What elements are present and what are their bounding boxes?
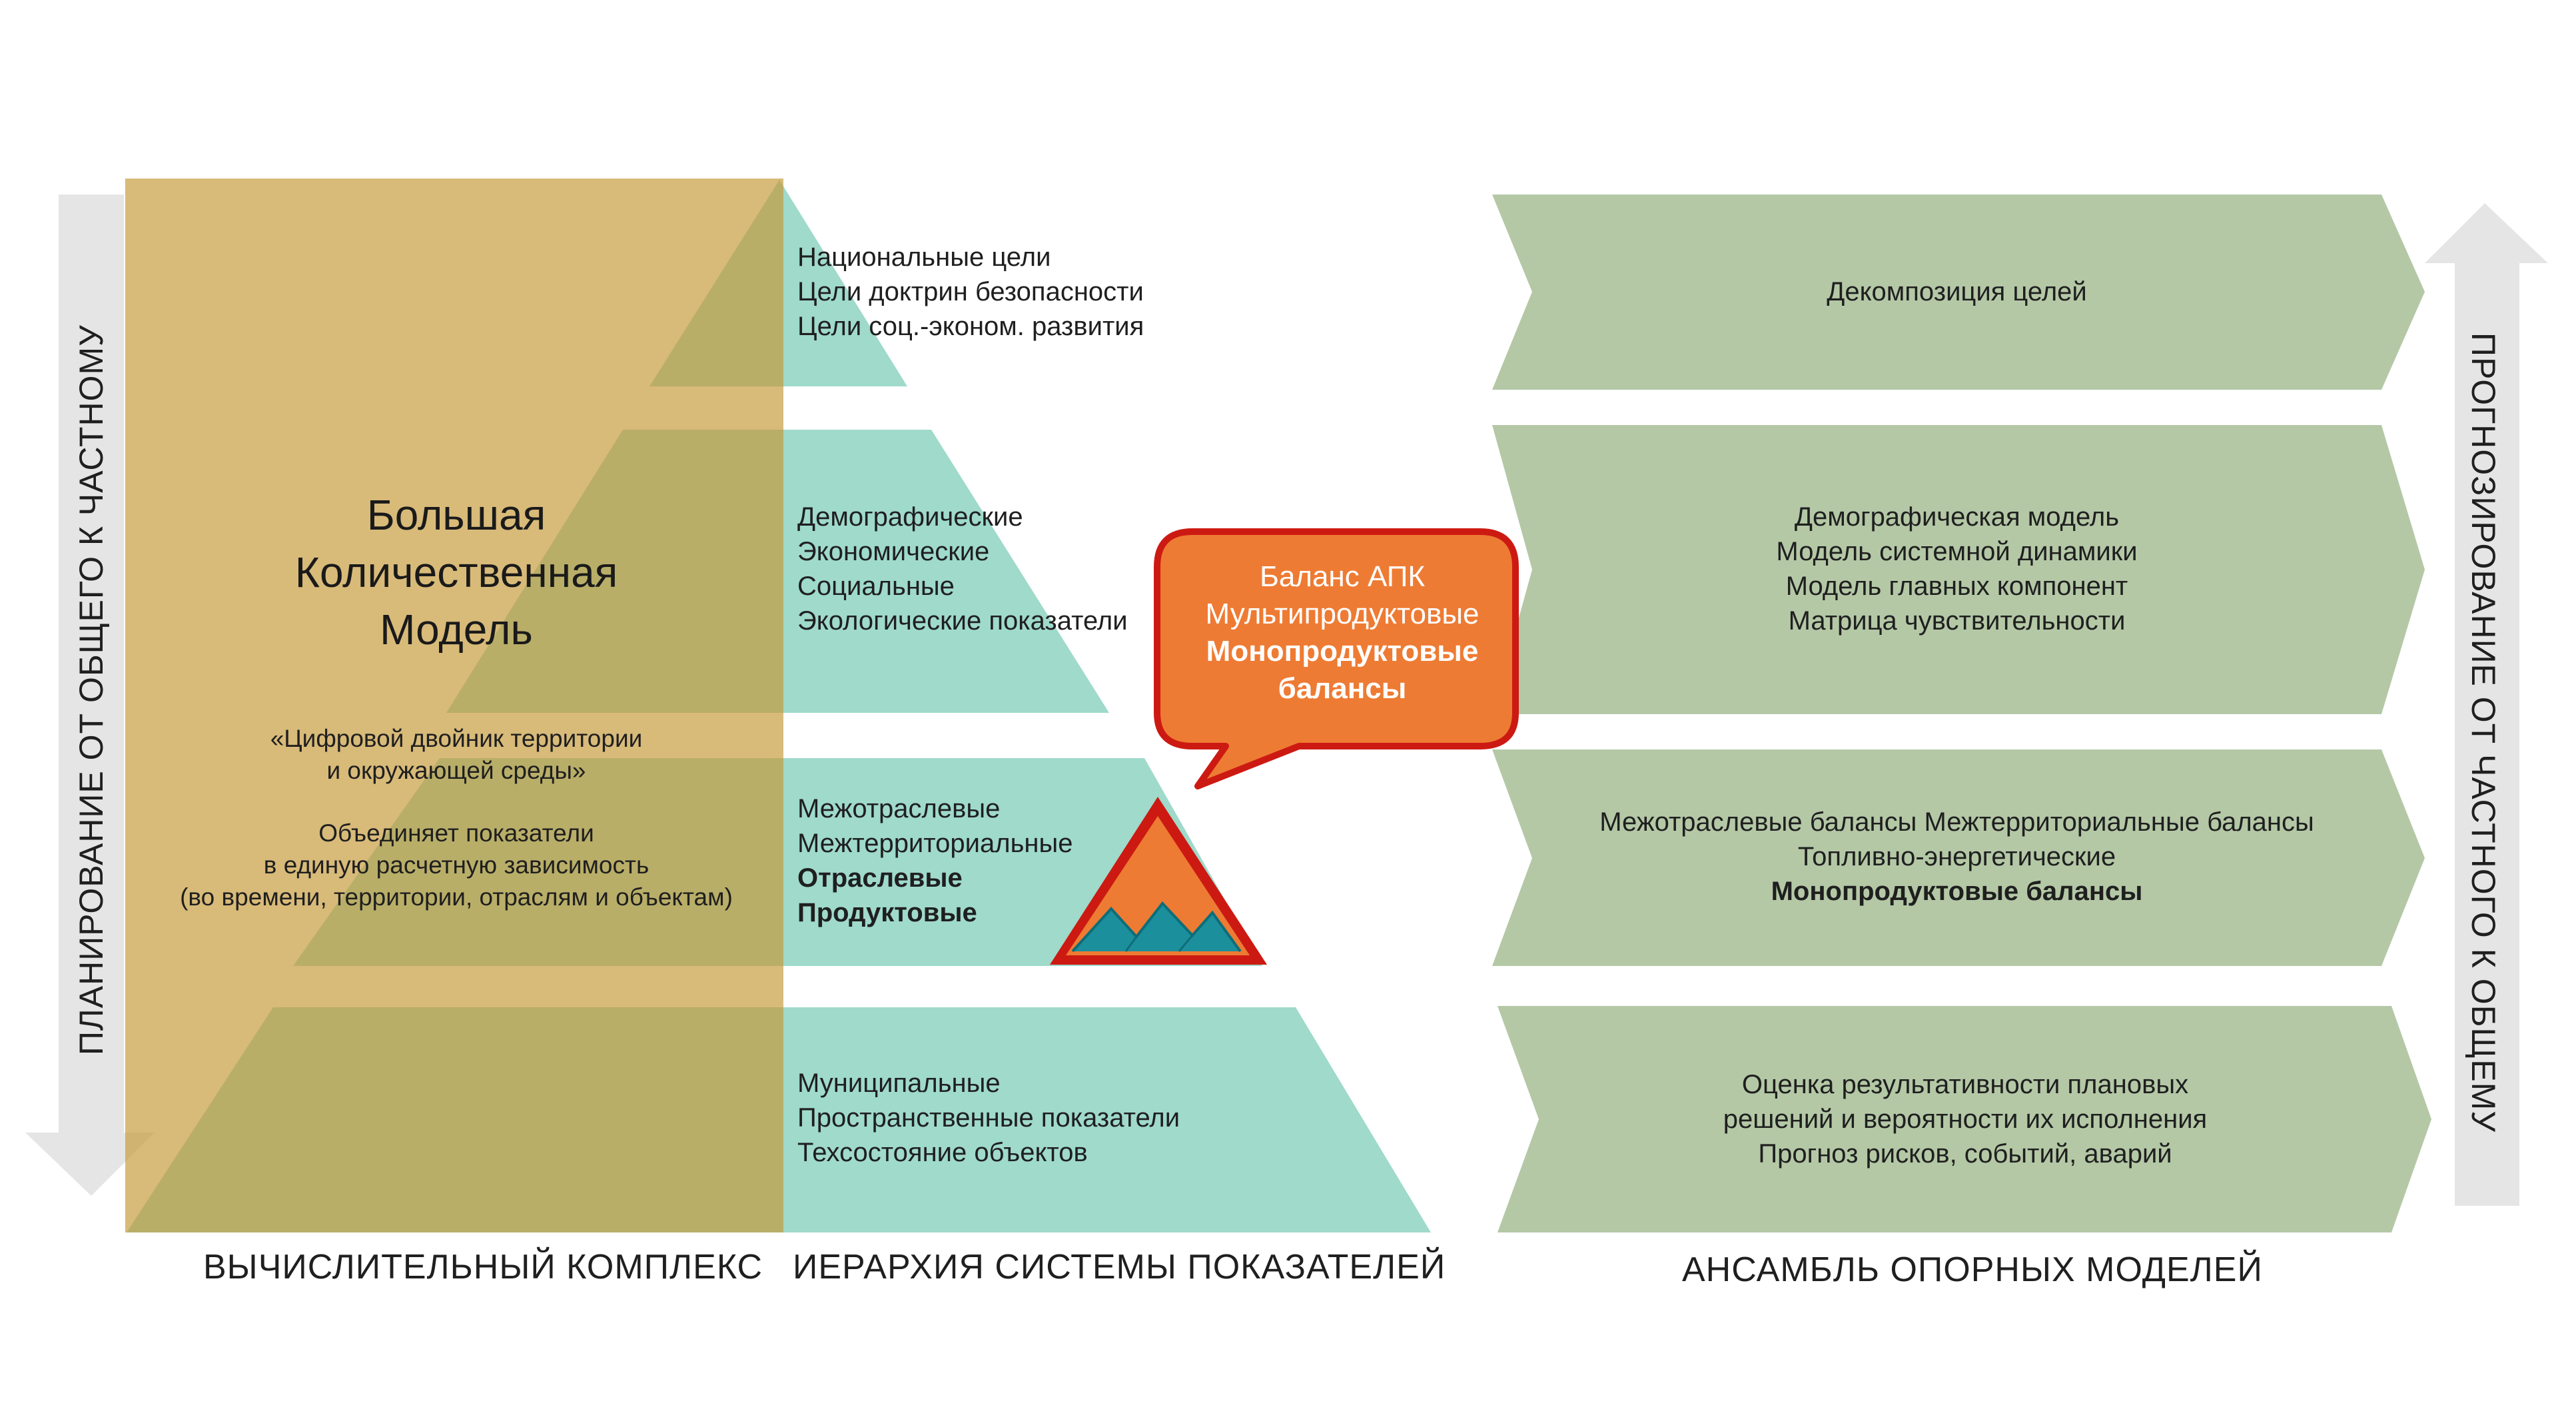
chevron-text-line: Оценка результативности плановых [1741,1070,2189,1099]
chevron-goals [1492,195,2425,390]
big-model-description-line: Объединяет показатели [318,819,594,847]
chevron-text-line: Модель главных компонент [1785,572,2128,601]
big-model-description-line: в единую расчетную зависимость [263,851,649,879]
chevron-text-line: Матрица чувствительности [1788,606,2126,636]
chevron-goals-text: Декомпозиция целей [1532,274,2381,309]
chevron-text-line: Модель системной динамики [1776,537,2138,566]
big-model-description: «Цифровой двойник территории и окружающей… [127,723,786,913]
chevron-text-line: Демографическая модель [1794,502,2120,532]
chevron-text-line: решений и вероятности их исполнения [1723,1105,2208,1134]
mountains-icon [1050,797,1267,965]
chevron-text-line: Межотраслевые балансы Межтерриториальные… [1599,807,2314,837]
pyramid-tier-text-line: Отраслевые [797,863,963,893]
planning-label: ПЛАНИРОВАНИЕ ОТ ОБЩЕГО К ЧАСТНОМУ [73,324,110,1055]
pyramid-tier-text-line: Продуктовые [797,898,977,927]
reference-models-label: АНСАМБЛЬ ОПОРНЫХ МОДЕЛЕЙ [1682,1250,2263,1289]
big-model-overlay [125,179,783,1232]
forecasting-up-arrow [2425,203,2548,1206]
chevron-risk-text: Оценка результативности плановых решений … [1539,1067,2391,1171]
computing-complex-label: ВЫЧИСЛИТЕЛЬНЫЙ КОМПЛЕКС [203,1248,763,1286]
big-model-description-line: «Цифровой двойник территории [270,725,643,752]
pyramid-tier-text-line: Межотраслевые [797,794,1001,823]
chevron-risk [1498,1006,2431,1232]
callout-text-line: Мультипродуктовые [1205,598,1480,630]
pyramid-tier-text-line: Цели доктрин безопасности [797,277,1144,306]
planning-down-arrow [25,195,155,1196]
pyramid-tier-text-line: Экономические [797,537,990,566]
big-model-description-line [127,787,786,817]
big-model-description-line: (во времени, территории, отраслям и объе… [180,883,733,911]
callout-text-line: Монопродуктовые [1206,635,1479,668]
indicator-hierarchy-label: ИЕРАРХИЯ СИСТЕМЫ ПОКАЗАТЕЛЕЙ [793,1248,1446,1286]
pyramid-tier-text-line: Пространственные показатели [797,1103,1180,1133]
chevron-balances-text: Межотраслевые балансы Межтерриториальные… [1532,805,2381,909]
callout-text-line: балансы [1278,672,1407,705]
big-model-title-line: Количественная [294,548,618,596]
chevron-text-line: Топливно-энергетические [1797,842,2116,871]
big-model-title-line: Большая [366,491,546,539]
callout-text-line: Баланс АПК [1259,560,1426,593]
pyramid-tier-text-line: Цели соц.-эконом. развития [797,312,1144,341]
forecasting-label: ПРОГНОЗИРОВАНИЕ ОТ ЧАСТНОГО К ОБЩЕМУ [2465,332,2502,1133]
chevron-models [1492,425,2425,714]
pyramid-tier-text-line: Межтерриториальные [797,829,1073,858]
callout-bubble [1154,528,1519,789]
pyramid-tier-text-line: Демографические [797,502,1023,532]
pyramid-tier-text-line: Экологические показатели [797,606,1128,636]
big-model-title-line: Модель [380,606,533,654]
big-model-description-line: и окружающей среды» [326,757,586,784]
chevron-text-line: Декомпозиция целей [1827,277,2087,306]
pyramid-tier-text-line: Социальные [797,572,955,601]
chevron-text-line: Прогноз рисков, событий, аварий [1758,1139,2172,1169]
chevron-text-line: Монопродуктовые балансы [1771,877,2143,906]
pyramid-tier-text-line: Техсостояние объектов [797,1138,1088,1167]
pyramid-tier-text-line: Национальные цели [797,242,1051,272]
pyramid-tier-text-line: Муниципальные [797,1069,1001,1098]
chevron-balances [1492,749,2425,966]
